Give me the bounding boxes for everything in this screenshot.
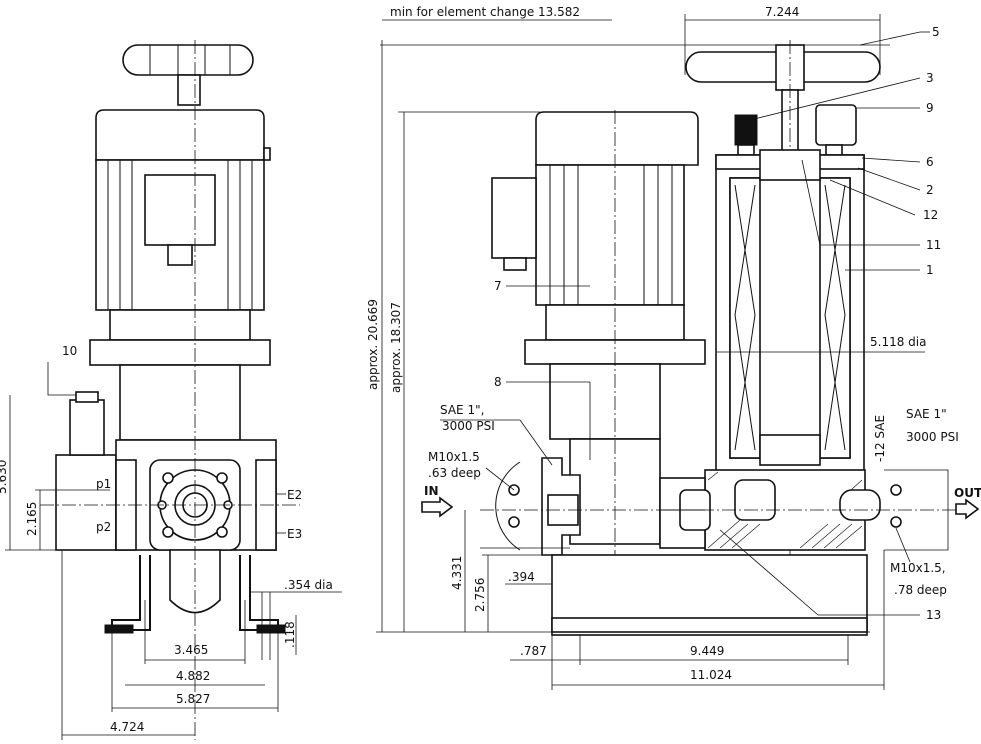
sae-out-2: 3000 PSI: [906, 430, 959, 444]
sae-in-2: 3000 PSI: [442, 419, 495, 433]
dim-9449: 9.449: [690, 644, 724, 658]
motor-body-front: [535, 164, 685, 306]
pressure-valve: [69, 399, 105, 456]
callout-2: 2: [926, 183, 934, 197]
dim-approx-18307: approx. 18.307: [389, 302, 403, 393]
motor-cap: [95, 109, 265, 161]
front-view: min for element change 13.582 7.244 appr…: [366, 5, 981, 690]
motor-flange: [89, 339, 271, 366]
callout-10: 10: [62, 344, 77, 358]
callout-3: 3: [926, 71, 934, 85]
dim-118: .118: [283, 621, 297, 648]
dim-354: .354 dia: [284, 578, 333, 592]
callout-9: 9: [926, 101, 934, 115]
motor-terminal-front: [491, 177, 537, 259]
port-p1: p1: [96, 477, 111, 491]
callout-12: 12: [923, 208, 938, 222]
dim-5630: 5.630: [0, 460, 9, 494]
clogging-indicator: [815, 104, 857, 146]
inlet-arrow: [421, 496, 454, 518]
m10-in-1: M10x1.5: [428, 450, 480, 464]
callout-7: 7: [494, 279, 502, 293]
sae-out-1: SAE 1": [906, 407, 947, 421]
terminal-box: [144, 174, 216, 246]
callout-13: 13: [926, 608, 941, 622]
port-e2: E2: [287, 488, 302, 502]
m10-out-1: M10x1.5,: [890, 561, 946, 575]
callout-11: 11: [926, 238, 941, 252]
valve-block: [55, 454, 117, 551]
dim-top-min: min for element change 13.582: [390, 5, 580, 19]
sae-vertical: -12 SAE: [873, 415, 887, 462]
outlet-label: OUT: [954, 486, 981, 500]
m10-out-2: .78 deep: [894, 583, 947, 597]
dim-approx-20669: approx. 20.669: [366, 299, 380, 390]
dim-5827: 5.827: [176, 692, 210, 706]
callout-8: 8: [494, 375, 502, 389]
t-handle: [122, 44, 254, 76]
dim-394: .394: [508, 570, 535, 584]
port-e3: E3: [287, 527, 302, 541]
dim-element-dia: 5.118 dia: [870, 335, 926, 349]
side-view: p1 p2 E2 E3 5.630 2.165 10 3.465 4.882 5…: [0, 40, 342, 740]
dim-4882: 4.882: [176, 669, 210, 683]
callout-5: 5: [932, 25, 940, 39]
port-p2: p2: [96, 520, 111, 534]
m10-in-2: .63 deep: [428, 466, 481, 480]
inlet-label: IN: [424, 484, 439, 498]
dim-top-width: 7.244: [765, 5, 799, 19]
dim-4331: 4.331: [450, 556, 464, 590]
sae-in-1: SAE 1",: [440, 403, 484, 417]
dim-2756: 2.756: [473, 578, 487, 612]
dim-787: .787: [520, 644, 547, 658]
dim-3465: 3.465: [174, 643, 208, 657]
callout-1: 1: [926, 263, 934, 277]
callout-6: 6: [926, 155, 934, 169]
dim-2165: 2.165: [25, 502, 39, 536]
dim-11024: 11.024: [690, 668, 732, 682]
outlet-arrow: [955, 498, 980, 520]
motor-cap-front: [535, 111, 699, 166]
dim-4724: 4.724: [110, 720, 144, 734]
